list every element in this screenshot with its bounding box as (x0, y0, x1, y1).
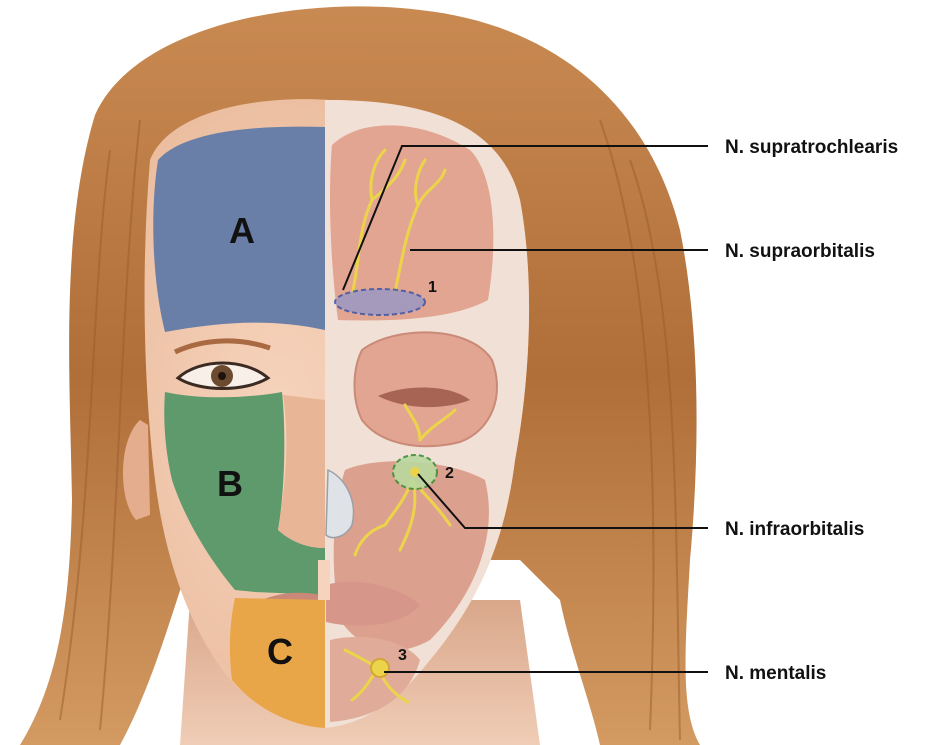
injection-site-3 (371, 659, 389, 677)
label-n-mentalis: N. mentalis (725, 663, 826, 684)
zone-a-label: A (229, 210, 255, 251)
zone-b-label: B (217, 463, 243, 504)
site-number-2: 2 (445, 465, 454, 482)
zone-c-label: C (267, 631, 293, 672)
midline-skin-edge (318, 560, 330, 600)
site-number-3: 3 (398, 647, 407, 664)
site-number-1: 1 (428, 279, 437, 296)
label-n-infraorbitalis: N. infraorbitalis (725, 519, 864, 540)
injection-site-1 (335, 289, 425, 315)
label-n-supraorbitalis: N. supraorbitalis (725, 241, 875, 262)
label-n-supratrochlearis: N. supratrochlearis (725, 137, 898, 158)
left-pupil (218, 372, 226, 380)
